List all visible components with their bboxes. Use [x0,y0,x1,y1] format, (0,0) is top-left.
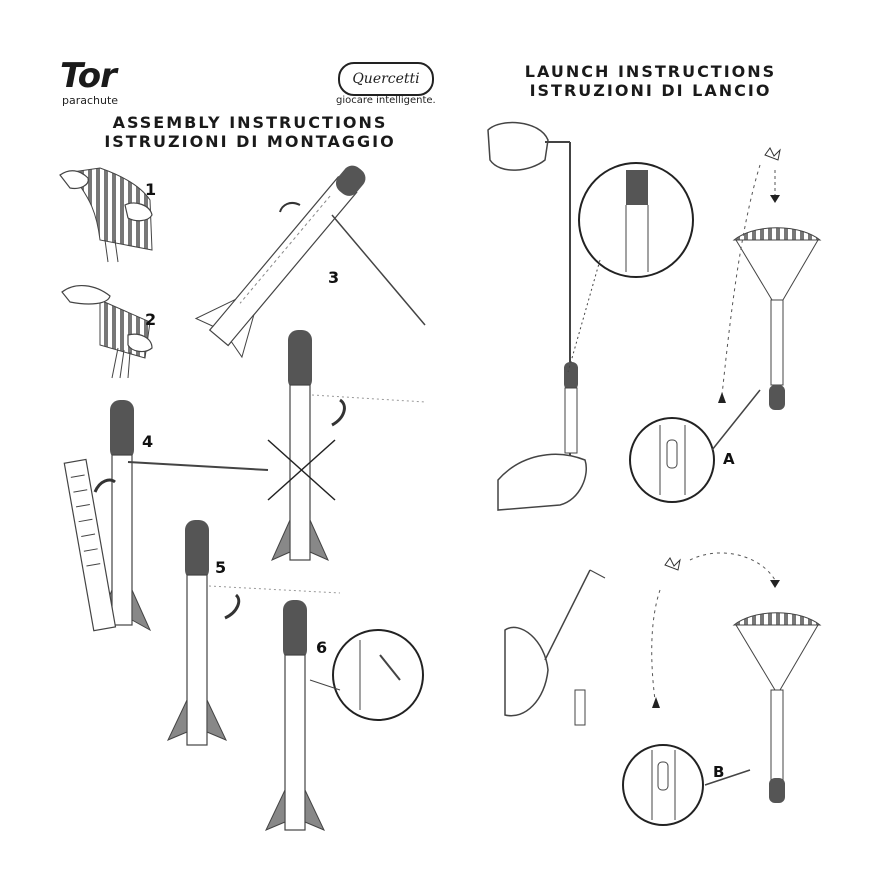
logo-text: Quercetti [352,71,420,87]
brand-title: Tor [60,56,117,96]
step-3-number: 3 [328,268,340,287]
brand-subtitle: parachute [62,94,119,107]
step-4-number: 4 [142,432,154,451]
quercetti-logo: Quercetti [338,62,434,96]
step-5-illustration [166,520,341,746]
assembly-heading-en: ASSEMBLY INSTRUCTIONS [112,113,388,132]
step-1-number: 1 [145,180,157,199]
step-6-number: 6 [316,638,328,657]
launch-label-b: B [713,763,725,781]
step-5-number: 5 [215,558,227,577]
assembly-heading-it: ISTRUZIONI DI MONTAGGIO [104,132,396,151]
step-1-illustration [58,165,153,263]
launch-heading-it: ISTRUZIONI DI LANCIO [529,81,772,100]
step-4-illustration [63,400,269,632]
launch-b-illustration [504,552,822,826]
wrong-assembly-illustration [267,330,426,561]
step-6-illustration [264,600,424,831]
logo-tagline: giocare intelligente. [336,95,436,106]
launch-a-illustration [487,121,822,511]
step-3-illustration [194,165,366,359]
launch-heading-en: LAUNCH INSTRUCTIONS [524,62,777,81]
launch-label-a: A [723,450,735,468]
assembly-heading: ASSEMBLY INSTRUCTIONS ISTRUZIONI DI MONT… [60,113,440,151]
step-2-illustration [61,285,153,379]
launch-heading: LAUNCH INSTRUCTIONS ISTRUZIONI DI LANCIO [478,62,823,100]
step-2-number: 2 [145,310,157,329]
